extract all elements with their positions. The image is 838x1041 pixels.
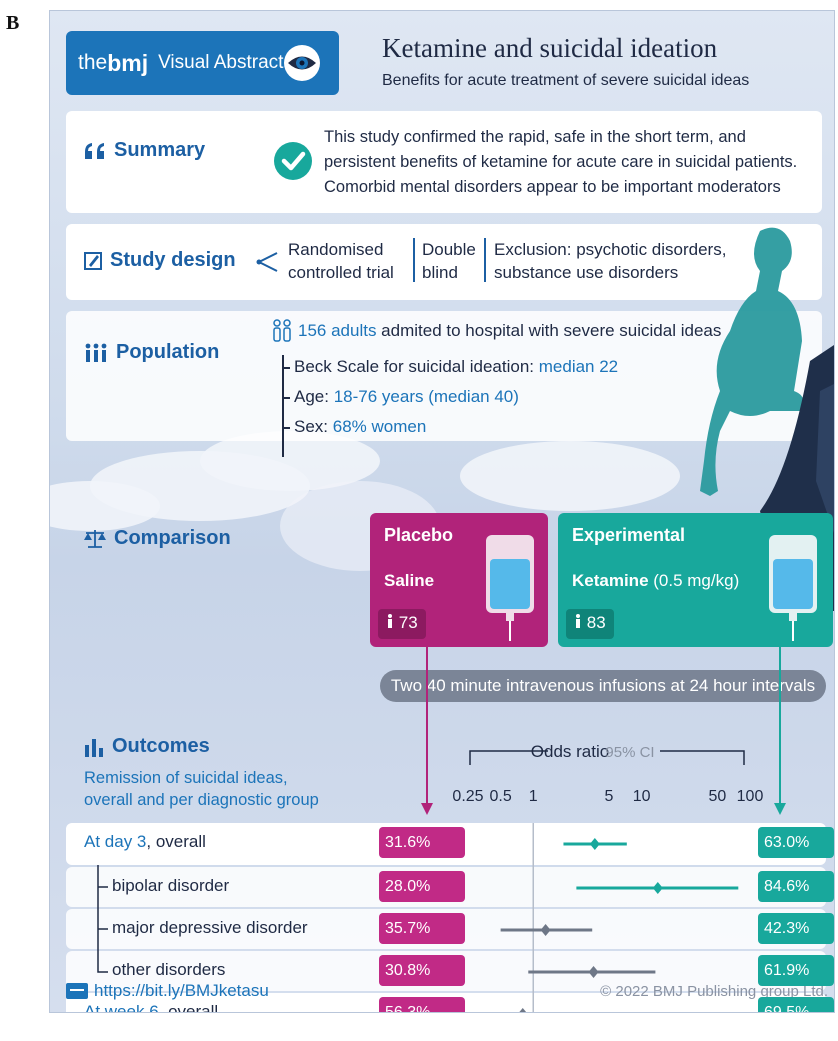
subgroup-tree [97,865,108,973]
bar-chart-icon [85,738,103,757]
experimental-remission-pct: 42.3% [758,913,834,944]
placebo-remission-pct: 35.7% [379,913,465,944]
experimental-remission-pct: 61.9% [758,955,834,986]
brand-box: the bmj Visual Abstract [66,31,339,95]
axis-title: Odds ratio [531,742,609,761]
placebo-remission-pct: 28.0% [379,871,465,902]
brand-bmj: bmj [107,49,149,76]
point-estimate [540,924,551,936]
comparison-label: Comparison [84,527,231,550]
infusion-schedule: Two 40 minute intravenous infusions at 2… [380,670,826,702]
tick-label: 50 [708,788,726,805]
page-title: Ketamine and suicidal ideation [382,33,718,63]
population-beck: Beck Scale for suicidal ideation: median… [294,357,619,376]
population-sex: Sex: 68% women [294,417,427,436]
iv-bag-icon [769,535,817,641]
branch-icon [256,252,278,272]
outcomes-subtitle-1: Remission of suicidal ideas, [84,769,288,787]
tick-label: 100 [737,788,764,805]
design-randomised: Randomised controlled trial [288,240,394,282]
experimental-name: Experimental [572,525,686,545]
point-estimate [519,1008,527,1012]
axis-bracket-left [469,750,548,765]
brand-visual-abstract: Visual Abstract [158,52,284,73]
divider [413,238,415,282]
placebo-arm: Placebo Saline 73 [370,513,548,647]
quote-icon [85,142,104,159]
population-age: Age: 18-76 years (median 40) [294,387,519,406]
summary-label: Summary [84,139,205,162]
brand-the: the [78,51,108,74]
tree-line [282,355,284,457]
placebo-remission-pct: 31.6% [379,827,465,858]
scale-icon [84,529,106,548]
axis-bracket-right [660,750,745,765]
placebo-count: 73 [378,609,426,639]
row-label: bipolar disorder [112,876,230,895]
tick-label: 1 [529,788,538,805]
table-row: major depressive disorder 35.7% 42.3% [66,909,834,949]
person-icon [388,614,392,628]
tick-label: 5 [605,788,614,805]
table-row: other disorders 30.8% 61.9% [66,951,834,991]
row-label: major depressive disorder [112,918,308,937]
eye-icon [284,45,320,81]
population-box: Population 156 adults admited to hospita… [66,311,822,457]
check-icon [274,142,312,180]
person-pair-icon [273,319,291,342]
experimental-arm: Experimental Ketamine (0.5 mg/kg) 83 [558,513,833,647]
person-icon [576,614,580,628]
point-estimate [589,838,600,850]
table-row: bipolar disorder 28.0% 84.6% [66,867,834,907]
copyright: © 2022 BMJ Publishing group Ltd. [600,983,828,1000]
design-double-blind: Double blind [422,240,476,282]
experimental-remission-pct: 69.5% [758,997,834,1012]
cloud [50,481,160,531]
study-design-label: Study design [84,249,236,272]
summary-text: This study confirmed the rapid, safe in … [324,128,798,196]
population-size: 156 adults admited to hospital with seve… [298,321,722,340]
pencil-icon [84,251,102,270]
tick-label: 0.25 [452,788,483,805]
panel-letter: B [6,12,20,34]
table-row: At day 3, overall 31.6% 63.0% [66,823,834,863]
cloud [460,441,680,511]
summary-box: Summary This study confirmed the rapid, … [66,111,822,213]
experimental-remission-pct: 63.0% [758,827,834,858]
outcomes-label: Outcomes [84,735,210,758]
row-label: At day 3, overall [84,832,206,851]
bmj-logo-icon [66,983,88,999]
point-estimate [588,966,599,978]
table-row: At week 6, overall 56.3% 69.5% [66,993,834,1013]
experimental-remission-pct: 84.6% [758,871,834,902]
people-icon [85,343,107,362]
iv-bag-icon [486,535,534,641]
placebo-remission-pct: 56.3% [379,997,465,1012]
page-subtitle: Benefits for acute treatment of severe s… [382,72,750,89]
tick-label: 0.5 [489,788,511,805]
arrow-lines [421,647,786,815]
point-estimate [652,882,663,894]
row-label: At week 6, overall [84,1002,219,1013]
placebo-name: Placebo [384,525,454,545]
population-label: Population [84,341,219,364]
row-label: other disorders [112,960,226,979]
outcomes-subtitle-2: overall and per diagnostic group [84,791,319,809]
ci-label: 95% CI [605,744,654,761]
study-design-box: Study design Randomised controlled trial… [66,224,822,300]
footer-link[interactable]: https://bit.ly/BMJketasu [66,981,269,1001]
experimental-count: 83 [566,609,614,639]
placebo-drug: Saline [384,571,435,590]
placebo-remission-pct: 30.8% [379,955,465,986]
tick-label: 10 [633,788,651,805]
visual-abstract: the bmj Visual Abstract Ketamine and sui… [49,10,835,1013]
divider [484,238,486,282]
design-exclusion: Exclusion: psychotic disorders, substanc… [494,240,727,282]
experimental-drug: Ketamine (0.5 mg/kg) [572,571,740,590]
